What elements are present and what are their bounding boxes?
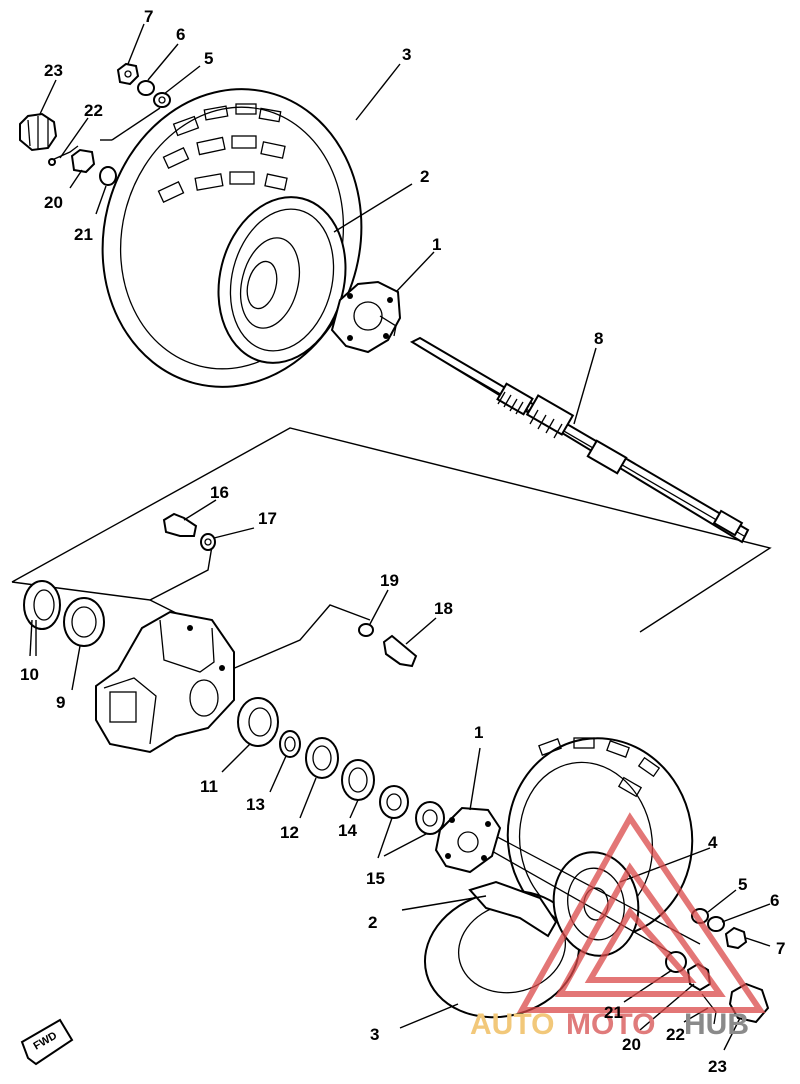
collar-13 <box>279 730 301 758</box>
forward-direction-tag: FWD <box>20 1018 74 1066</box>
label-21-bottom: 21 <box>604 1003 623 1022</box>
watermark-logo: AUTO MOTO HUB <box>470 812 766 1041</box>
label-3-top: 3 <box>402 45 411 64</box>
washer-17 <box>200 533 216 551</box>
top-fasteners <box>19 62 171 186</box>
washer-19 <box>358 623 374 637</box>
label-21-top: 21 <box>74 225 93 244</box>
label-15: 15 <box>366 869 385 888</box>
label-5-bottom: 5 <box>738 875 747 894</box>
watermark-hub: HUB <box>684 1008 749 1041</box>
label-7-bottom: 7 <box>776 939 785 958</box>
label-22-top: 22 <box>84 101 103 120</box>
bolt-18 <box>382 634 418 668</box>
label-10: 10 <box>20 665 39 684</box>
washer-6b <box>707 916 725 932</box>
top-hub <box>330 280 402 354</box>
bearing-11 <box>237 697 279 747</box>
spacer-15a <box>379 785 409 819</box>
bolt-16 <box>162 512 198 537</box>
label-8: 8 <box>594 329 603 348</box>
top-nut-7 <box>116 62 140 86</box>
final-gear-case <box>95 610 235 754</box>
label-13: 13 <box>246 795 265 814</box>
top-washer-21 <box>99 166 117 186</box>
top-washer-5 <box>153 92 171 108</box>
label-20-bottom: 20 <box>622 1035 641 1054</box>
watermark-triangle <box>516 812 766 1013</box>
label-23-bottom: 23 <box>708 1057 727 1076</box>
label-4: 4 <box>708 833 718 852</box>
label-1-bottom: 1 <box>474 723 483 742</box>
reference-frame <box>11 139 772 671</box>
spacer-15b <box>415 801 445 835</box>
label-1-top: 1 <box>432 235 441 254</box>
label-22-bottom: 22 <box>666 1025 685 1044</box>
center-bolts <box>162 512 418 668</box>
nut-7b <box>724 926 748 950</box>
label-12: 12 <box>280 823 299 842</box>
label-6-bottom: 6 <box>770 891 779 910</box>
label-2-bottom: 2 <box>368 913 377 932</box>
label-20-top: 20 <box>44 193 63 212</box>
label-11: 11 <box>200 777 218 796</box>
top-cotter-pin-22 <box>51 145 79 161</box>
label-19: 19 <box>380 571 399 590</box>
part-labels: 7 6 5 3 23 22 2 20 21 1 8 16 17 19 18 10… <box>20 7 785 1076</box>
seal-12 <box>305 737 339 779</box>
label-18: 18 <box>434 599 453 618</box>
label-6-top: 6 <box>176 25 185 44</box>
rear-axle-shaft <box>409 336 750 544</box>
label-5-top: 5 <box>204 49 213 68</box>
top-nut-20 <box>70 148 96 174</box>
label-9: 9 <box>56 693 65 712</box>
label-23-top: 23 <box>44 61 63 80</box>
label-16: 16 <box>210 483 229 502</box>
label-7-top: 7 <box>144 7 153 26</box>
label-2-top: 2 <box>420 167 429 186</box>
bearing-stack <box>237 697 445 835</box>
seal-and-bearing-left <box>23 580 105 647</box>
label-3-bottom: 3 <box>370 1025 379 1044</box>
label-14: 14 <box>338 821 357 840</box>
watermark-auto: AUTO <box>470 1008 554 1041</box>
top-washer-6 <box>137 80 155 96</box>
bearing-14 <box>341 759 375 801</box>
label-17: 17 <box>258 509 277 528</box>
watermark-moto: MOTO <box>566 1008 655 1041</box>
bottom-hub <box>434 806 502 874</box>
top-wheel-rim <box>217 196 347 364</box>
